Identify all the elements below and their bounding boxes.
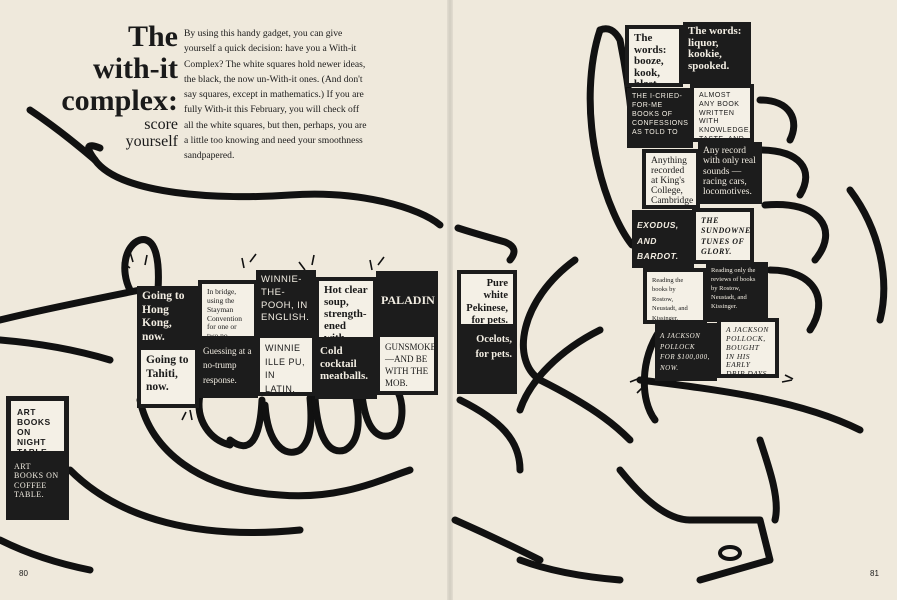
square-no-trump-response: Guessing at a no-trump response. xyxy=(198,340,258,398)
square-exodus-bardot: EXODUS, AND BARDOT. xyxy=(632,210,694,268)
title-line-4: score xyxy=(144,116,178,133)
square-white-pekinese: Pure white Pekinese, for pets. xyxy=(457,270,517,328)
square-words-liquor: The words: liquor, kookie, spooked. xyxy=(683,22,751,84)
square-ocelots: Ocelots, for pets. xyxy=(457,328,517,394)
square-grammar-books: ALMOST ANY BOOK WRITTEN WITH KNOWLEDGE, … xyxy=(690,84,754,142)
square-words-booze: The words: booze, kook, blast. xyxy=(625,25,683,87)
square-kings-college: Anything recorded at King's College, Cam… xyxy=(642,149,700,209)
square-gunsmoke: GUNSMOKE —AND BE WITH THE MOB. xyxy=(376,333,438,395)
article-title: The with-it complex: score yourself xyxy=(20,22,178,150)
title-line-2: with-it xyxy=(93,52,178,85)
square-art-books-coffee-table: ART BOOKS ON COFFEE TABLE. xyxy=(6,456,69,520)
square-stayman-convention: In bridge, using the Stayman Convention … xyxy=(198,280,258,340)
square-real-sounds: Any record with only real sounds — racin… xyxy=(698,142,762,204)
square-tahiti: Going to Tahiti, now. xyxy=(137,346,199,408)
square-art-books-night-table: ART BOOKS ON NIGHT TABLE. xyxy=(6,396,69,456)
square-sundowners: THE SUNDOWNERS, TUNES OF GLORY. xyxy=(692,208,754,264)
square-winnie-latin: WINNIE ILLE PU, IN LATIN. xyxy=(256,334,316,396)
title-line-5: yourself xyxy=(125,133,178,150)
square-reading-reviews: Reading only the reviews of books by Ros… xyxy=(706,262,768,322)
square-pollock-early: A JACKSON POLLOCK, BOUGHT IN HIS EARLY D… xyxy=(717,318,779,378)
square-confessions-books: THE I-CRIED-FOR-ME BOOKS OF CONFESSIONS … xyxy=(627,88,693,148)
intro-paragraph: By using this handy gadget, you can give… xyxy=(184,28,367,162)
square-hot-clear-soup: Hot clear soup, strength-ened with whisk… xyxy=(315,277,377,341)
center-gutter xyxy=(447,0,453,600)
square-paladin: PALADIN xyxy=(376,271,438,333)
title-line-3: complex: xyxy=(61,84,178,117)
square-cocktail-meatballs: Cold cocktail meatballs. xyxy=(315,341,377,399)
square-reading-books: Reading the books by Rostow, Neustadt, a… xyxy=(643,268,707,324)
page-number-left: 80 xyxy=(19,569,28,578)
page-number-right: 81 xyxy=(870,569,879,578)
square-pollock-now: A JACKSON POLLOCK FOR $100,000, NOW. xyxy=(655,323,717,381)
title-line-1: The xyxy=(127,20,178,53)
square-hong-kong: Going to Hong Kong, now. xyxy=(137,286,199,346)
square-winnie-english: WINNIE-THE-POOH, IN ENGLISH. xyxy=(256,270,316,334)
